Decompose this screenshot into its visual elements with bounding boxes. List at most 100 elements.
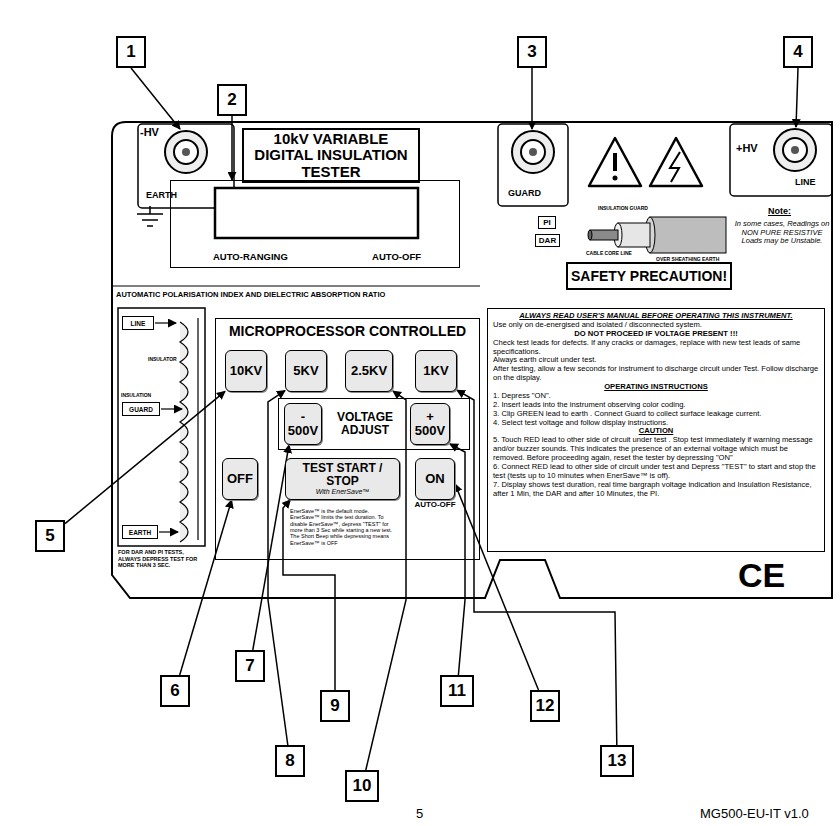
panel-label: GUARD <box>508 188 541 198</box>
panel-label: 5 <box>416 806 423 821</box>
terminal-tag: GUARD <box>122 402 160 416</box>
node-text: CAUTION <box>493 427 819 436</box>
panel-label: Note: <box>768 206 791 216</box>
node-text: 7 <box>245 656 254 676</box>
push-button: TEST START / STOPWith EnerSave™ <box>285 458 400 500</box>
node-text: 1KV <box>423 364 448 378</box>
hv-terminal <box>182 148 190 156</box>
callout-number: 6 <box>160 675 190 707</box>
panel-label: INSULATION <box>121 392 151 398</box>
terminal-frame <box>730 124 832 196</box>
push-button: + 500V <box>410 403 450 445</box>
callout-number: 12 <box>530 690 560 722</box>
leader-arrow <box>455 484 539 690</box>
node-text: 11 <box>448 681 466 701</box>
node-text: AUTO-RANGING <box>213 251 288 262</box>
terminal-tag: EARTH <box>122 525 158 539</box>
mode-indicator: PI <box>538 216 556 229</box>
node-text: 12 <box>536 696 555 716</box>
hazard-triangle <box>650 138 702 186</box>
hv-terminal <box>165 131 207 173</box>
panel-label: AUTOMATIC POLARISATION INDEX AND DIELECT… <box>116 290 385 299</box>
node-text: 6 <box>170 681 179 701</box>
guard-terminal <box>529 148 537 156</box>
cable-sheath <box>650 217 726 253</box>
node-text: Check test leads for defects. If any cra… <box>493 339 819 357</box>
lightning-bolt <box>670 152 680 182</box>
leader-arrow <box>366 391 406 770</box>
lcd-display <box>215 188 418 238</box>
node-text: 1. Depress "ON". <box>493 392 819 401</box>
title-plate: 10kV VARIABLE DIGITAL INSULATION TESTER <box>242 128 420 183</box>
node-text: + 500V <box>411 410 449 439</box>
node-text: VOLTAGE ADJUST <box>325 411 405 437</box>
node-text: 2 <box>227 90 236 110</box>
node-text: 13 <box>608 751 627 771</box>
warning-triangle <box>589 138 641 186</box>
node-text: - 500V <box>285 410 321 439</box>
insulator-symbol <box>180 322 188 542</box>
node-text: OFF <box>227 472 253 486</box>
callout-number: 3 <box>517 36 547 68</box>
panel-label: CABLE CORE LINE <box>586 250 632 256</box>
hv-terminal <box>174 140 198 164</box>
mode-indicator: DAR <box>535 234 560 247</box>
push-button: - 500V <box>284 403 322 445</box>
leader-line <box>531 68 533 129</box>
leader-line <box>159 531 178 532</box>
node-text: LINE <box>131 320 146 327</box>
safety-banner: SAFETY PRECAUTION! <box>566 262 732 290</box>
node-text: 9 <box>330 696 339 716</box>
push-button: 10KV <box>225 350 267 392</box>
node-text: AUTO-OFF <box>372 251 421 262</box>
guard-terminal <box>512 131 554 173</box>
callout-number: 4 <box>783 36 813 68</box>
panel-label: MG500-EU-IT v1.0 <box>700 806 809 821</box>
leader-line <box>161 408 182 409</box>
separator-line <box>112 286 480 287</box>
ground-symbol <box>137 206 163 226</box>
guard-terminal <box>521 140 545 164</box>
node-text: 5 <box>45 526 54 546</box>
leader-line <box>131 68 180 129</box>
voltage-adjust-box: VOLTAGE ADJUST- 500V + 500V <box>278 398 470 450</box>
warning-triangle <box>613 176 618 181</box>
panel-label: EARTH <box>146 190 177 200</box>
node-text: After testing, allow a few seconds for i… <box>493 365 819 383</box>
terminal-frame <box>498 124 568 206</box>
cable-illustration <box>588 217 726 253</box>
warning-triangle <box>613 153 617 171</box>
node-text: 10KV <box>230 364 263 378</box>
panel-label: -HV <box>140 126 159 138</box>
node-text: DO NOT PROCEED IF VOLTAGE PRESENT !!! <box>493 330 819 339</box>
callout-number: 11 <box>440 675 474 707</box>
push-button: OFF <box>222 458 258 500</box>
node-text: 2. Insert leads into the instrument obse… <box>493 401 819 410</box>
cable-core <box>590 230 618 240</box>
node-text: 7. Display shows test duration, real tim… <box>493 481 819 499</box>
panel-label: +HV <box>736 142 758 154</box>
panel-label: OVER SHEATHING EARTH <box>656 256 719 262</box>
terminal-tag: LINE <box>122 316 154 330</box>
ground-symbol <box>142 219 158 221</box>
panel-label: EnerSave™ is the default mode. EnerSave™… <box>290 508 398 546</box>
line-terminal <box>774 129 816 171</box>
node-text: 2.5KV <box>351 364 387 378</box>
node-text: 5. Touch RED lead to other side of circu… <box>493 436 819 463</box>
node-text: DAR <box>539 236 556 245</box>
panel-label: INSULATOR <box>148 356 177 362</box>
node-text: 3. Clip GREEN lead to earth . Connect Gu… <box>493 410 819 419</box>
line-terminal <box>783 138 807 162</box>
node-text: PI <box>543 218 551 227</box>
cable-core <box>588 230 592 240</box>
panel-label: In some cases, Readings on NON PURE RESI… <box>734 220 830 246</box>
panel-label: FOR DAR AND PI TESTS, ALWAYS DEPRESS TES… <box>118 549 202 569</box>
leader-arrow <box>65 391 225 523</box>
node-text: 1 <box>126 42 135 62</box>
panel-label: LINE <box>795 177 816 187</box>
node-text: 4. Select test voltage and follow displa… <box>493 419 819 428</box>
leader-arrow <box>231 116 233 180</box>
ground-symbol <box>147 225 153 227</box>
node-text: 8 <box>285 751 294 771</box>
